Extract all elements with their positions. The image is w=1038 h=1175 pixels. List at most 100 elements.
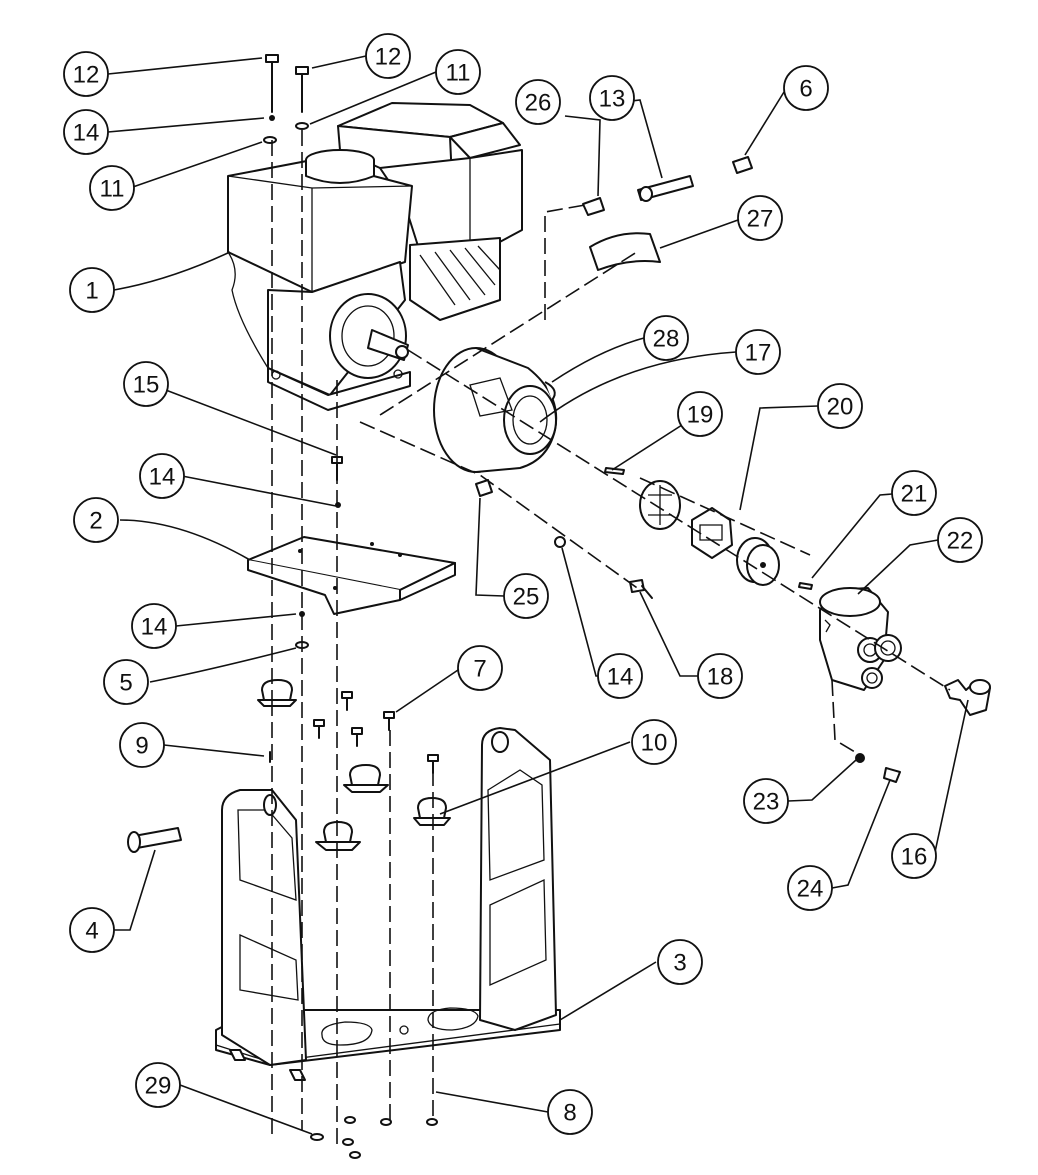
callout-22: 22 [937, 517, 983, 563]
callout-7: 7 [457, 645, 503, 691]
coupling-assembly [604, 467, 813, 590]
callout-label: 2 [89, 508, 102, 535]
callout-label: 25 [513, 584, 540, 611]
callout-27: 27 [737, 195, 783, 241]
callout-label: 15 [133, 372, 160, 399]
fittings [582, 156, 991, 716]
frame-base [215, 727, 561, 1081]
callout-15: 15 [123, 361, 169, 407]
engine [227, 102, 523, 411]
callout-label: 6 [799, 76, 812, 103]
pump-head [819, 587, 902, 691]
callout-circle [139, 453, 185, 499]
callout-circle [365, 33, 411, 79]
callout-2: 2 [73, 497, 119, 543]
callout-circle [89, 165, 135, 211]
callout-circle [63, 51, 109, 97]
leader-lines [107, 55, 969, 1135]
callout-label: 17 [745, 340, 772, 367]
callout-label: 13 [599, 86, 626, 113]
bell-housing [433, 347, 558, 473]
callout-circle [69, 267, 115, 313]
callout-21: 21 [891, 470, 937, 516]
callout-8: 8 [547, 1089, 593, 1135]
handle-pin [127, 827, 182, 853]
callout-label: 11 [446, 60, 471, 87]
mounting-plate [247, 536, 456, 615]
callout-label: 8 [563, 1100, 576, 1127]
callout-circle [589, 75, 635, 121]
callout-label: 26 [525, 90, 552, 117]
callout-circle [783, 65, 829, 111]
callout-label: 7 [473, 656, 486, 683]
callout-circle [503, 573, 549, 619]
callout-13: 13 [589, 75, 635, 121]
callout-circle [677, 391, 723, 437]
callout-label: 9 [135, 733, 148, 760]
callout-9: 9 [119, 722, 165, 768]
callout-28: 28 [643, 315, 689, 361]
callout-10: 10 [631, 719, 677, 765]
callout-circle [119, 722, 165, 768]
callout-label: 21 [901, 481, 928, 508]
callout-label: 20 [827, 394, 854, 421]
callout-14: 14 [131, 603, 177, 649]
callout-label: 18 [707, 664, 734, 691]
callout-circle [743, 778, 789, 824]
callout-14: 14 [139, 453, 185, 499]
callout-circle [73, 497, 119, 543]
callout-18: 18 [697, 653, 743, 699]
callout-29: 29 [135, 1062, 181, 1108]
callout-label: 29 [145, 1073, 172, 1100]
callout-label: 28 [653, 326, 680, 353]
callout-circle [131, 603, 177, 649]
callout-label: 23 [753, 789, 780, 816]
callout-16: 16 [891, 833, 937, 879]
callout-17: 17 [735, 329, 781, 375]
callout-circle [63, 109, 109, 155]
callout-11: 11 [435, 49, 481, 95]
callout-24: 24 [787, 865, 833, 911]
callout-label: 12 [375, 44, 402, 71]
callout-3: 3 [657, 939, 703, 985]
callout-label: 12 [73, 62, 100, 89]
callout-label: 24 [797, 876, 824, 903]
callout-label: 4 [85, 918, 98, 945]
callout-label: 16 [901, 844, 928, 871]
callout-23: 23 [743, 778, 789, 824]
callout-circle [631, 719, 677, 765]
callout-circle [735, 329, 781, 375]
callout-label: 19 [687, 402, 714, 429]
callout-label: 14 [607, 664, 634, 691]
callout-circle [891, 470, 937, 516]
callout-label: 11 [100, 176, 125, 203]
callout-circle [135, 1062, 181, 1108]
callout-19: 19 [677, 391, 723, 437]
callout-circle [123, 361, 169, 407]
callout-label: 22 [947, 528, 974, 555]
callout-circle [435, 49, 481, 95]
callout-label: 14 [149, 464, 176, 491]
callout-14: 14 [597, 653, 643, 699]
callout-circle [697, 653, 743, 699]
callout-label: 10 [641, 730, 668, 757]
callout-26: 26 [515, 79, 561, 125]
shield [589, 232, 661, 271]
callout-5: 5 [103, 659, 149, 705]
callout-12: 12 [365, 33, 411, 79]
callout-circle [597, 653, 643, 699]
callout-circle [515, 79, 561, 125]
callout-1: 1 [69, 267, 115, 313]
callout-circle [787, 865, 833, 911]
callout-circle [891, 833, 937, 879]
callout-label: 14 [141, 614, 168, 641]
rubber-mounts [257, 679, 451, 851]
callout-circle [817, 383, 863, 429]
callout-circle [457, 645, 503, 691]
callout-label: 27 [747, 206, 774, 233]
callout-14: 14 [63, 109, 109, 155]
callout-circle [737, 195, 783, 241]
